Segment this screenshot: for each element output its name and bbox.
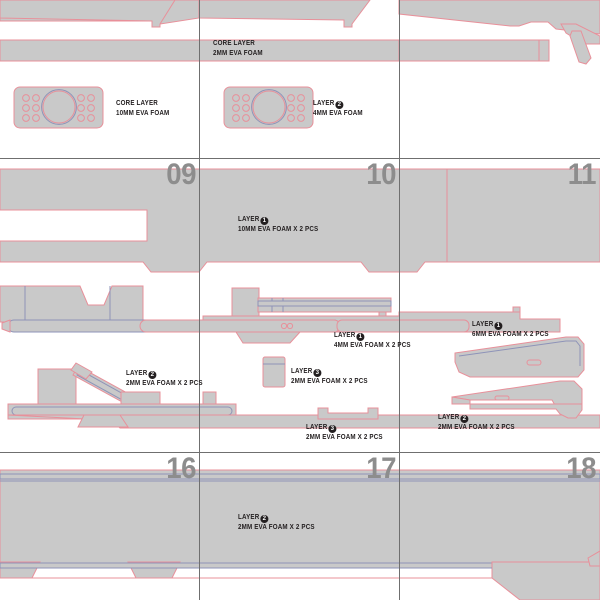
layer3-block: [262, 356, 286, 388]
centre-assembly: [1, 287, 561, 344]
layer2-panel-4mm: [223, 86, 314, 129]
layer1-10mm-field-right: [446, 168, 600, 263]
blade-assembly-left: [7, 362, 600, 429]
bottom-right-step: [491, 561, 600, 600]
bottom-panel-band-1: [0, 473, 600, 480]
row1-right-strip: [398, 39, 540, 62]
top-wedge-middle: [198, 0, 371, 28]
row3-artwork: [0, 469, 600, 600]
bottom-right-notch: [587, 550, 600, 567]
top-wedge-right: [398, 0, 600, 35]
bottom-panel: [0, 469, 600, 569]
right-blade-lower: [451, 380, 583, 419]
bracket-left: [0, 285, 144, 323]
field-notch-outline: [0, 209, 148, 242]
top-right-finger: [569, 30, 592, 65]
row2-artwork: [0, 168, 600, 429]
right-blade-upper: [454, 336, 585, 378]
field-notch-white: [0, 210, 147, 241]
row1-artwork: [0, 0, 600, 129]
top-wedge-left-b: [0, 0, 176, 28]
core-panel-10mm: [13, 86, 104, 129]
layer3-bracket: [317, 407, 379, 420]
